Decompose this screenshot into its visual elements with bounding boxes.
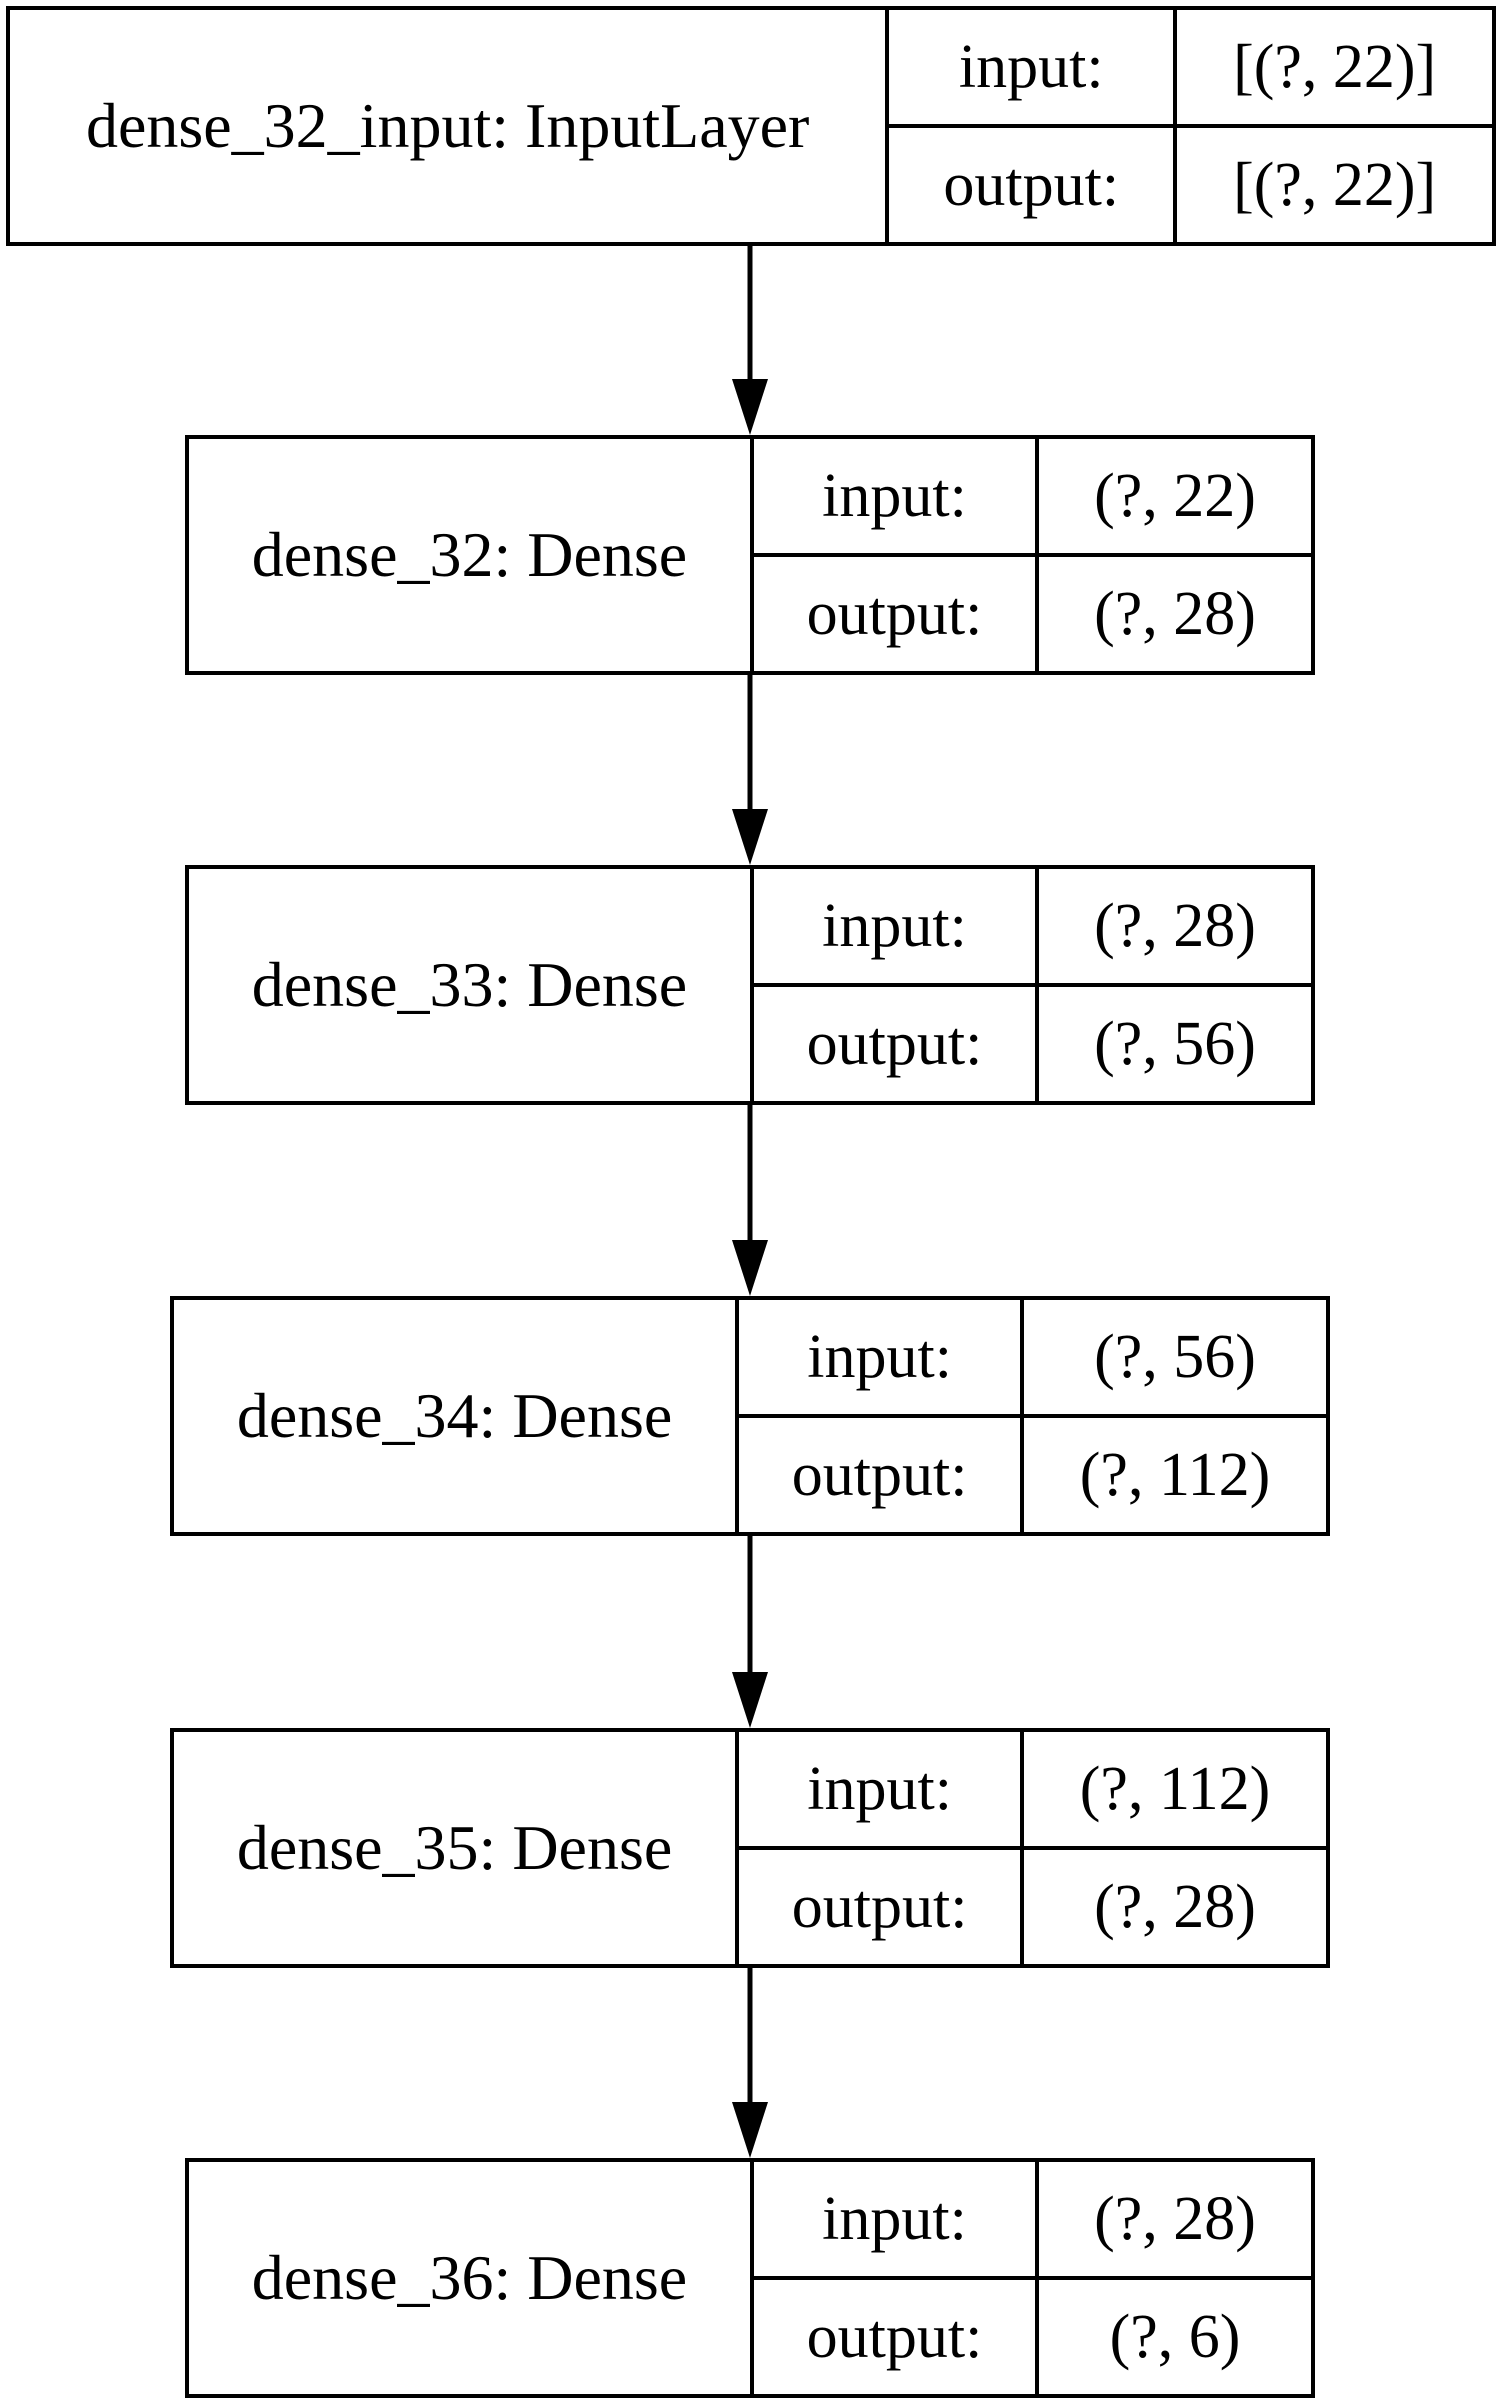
input-label: input:	[739, 1732, 1025, 1846]
io-table: input: [(?, 22)] output: [(?, 22)]	[885, 10, 1492, 242]
layer-node-0: dense_32_input: InputLayer input: [(?, 2…	[6, 6, 1496, 246]
io-table: input: (?, 28) output: (?, 56)	[749, 869, 1311, 1101]
input-label: input:	[739, 1300, 1025, 1414]
output-shape: (?, 28)	[1094, 579, 1256, 648]
output-label: output:	[754, 557, 1039, 671]
output-row: output: [(?, 22)]	[889, 124, 1492, 242]
input-row: input: (?, 28)	[754, 869, 1311, 983]
layer-name: dense_32: Dense	[251, 519, 688, 590]
output-label: output:	[754, 987, 1039, 1101]
layer-name: dense_36: Dense	[251, 2242, 688, 2313]
io-table: input: (?, 112) output: (?, 28)	[735, 1732, 1326, 1964]
io-table: input: (?, 28) output: (?, 6)	[749, 2162, 1311, 2394]
input-row: input: (?, 112)	[739, 1732, 1326, 1846]
output-label: output:	[739, 1418, 1025, 1532]
arrowhead-icon-3	[732, 1672, 768, 1728]
layer-name: dense_33: Dense	[251, 949, 688, 1020]
input-row: input: (?, 28)	[754, 2162, 1311, 2276]
input-label: input:	[889, 10, 1178, 124]
input-shape: (?, 112)	[1079, 1754, 1271, 1823]
input-row: input: (?, 56)	[739, 1300, 1326, 1414]
input-label: input:	[754, 439, 1039, 553]
arrowhead-icon-4	[732, 2102, 768, 2158]
io-table: input: (?, 22) output: (?, 28)	[749, 439, 1311, 671]
output-shape: (?, 112)	[1079, 1440, 1271, 1509]
layer-node-4: dense_35: Dense input: (?, 112) output: …	[170, 1728, 1330, 1968]
input-shape: (?, 22)	[1094, 461, 1256, 530]
output-label: output:	[739, 1850, 1025, 1964]
layer-name: dense_34: Dense	[236, 1380, 673, 1451]
input-label: input:	[754, 869, 1039, 983]
output-shape: (?, 6)	[1109, 2302, 1241, 2371]
output-row: output: (?, 6)	[753, 2276, 1311, 2394]
input-shape: (?, 56)	[1094, 1322, 1256, 1391]
output-row: output: (?, 28)	[739, 1846, 1326, 1964]
layer-name: dense_32_input: InputLayer	[85, 90, 810, 161]
output-shape: (?, 56)	[1094, 1009, 1256, 1078]
layer-name: dense_35: Dense	[236, 1812, 673, 1883]
output-label: output:	[754, 2280, 1039, 2394]
output-row: output: (?, 56)	[753, 983, 1311, 1101]
arrowhead-icon-2	[732, 1240, 768, 1296]
output-label: output:	[889, 128, 1178, 242]
input-shape: (?, 28)	[1094, 891, 1256, 960]
layer-node-3: dense_34: Dense input: (?, 56) output: (…	[170, 1296, 1330, 1536]
arrowhead-icon-1	[732, 809, 768, 865]
layer-node-2: dense_33: Dense input: (?, 28) output: (…	[185, 865, 1315, 1105]
input-shape: (?, 28)	[1094, 2184, 1256, 2253]
output-row: output: (?, 28)	[753, 553, 1311, 671]
output-shape: (?, 28)	[1094, 1872, 1256, 1941]
input-label: input:	[754, 2162, 1039, 2276]
layer-node-1: dense_32: Dense input: (?, 22) output: (…	[185, 435, 1315, 675]
input-shape: [(?, 22)]	[1233, 32, 1437, 101]
arrowhead-icon-0	[732, 379, 768, 435]
output-shape: [(?, 22)]	[1233, 150, 1437, 219]
output-row: output: (?, 112)	[739, 1414, 1326, 1532]
input-row: input: (?, 22)	[754, 439, 1311, 553]
input-row: input: [(?, 22)]	[889, 10, 1492, 124]
layer-node-5: dense_36: Dense input: (?, 28) output: (…	[185, 2158, 1315, 2398]
io-table: input: (?, 56) output: (?, 112)	[735, 1300, 1326, 1532]
